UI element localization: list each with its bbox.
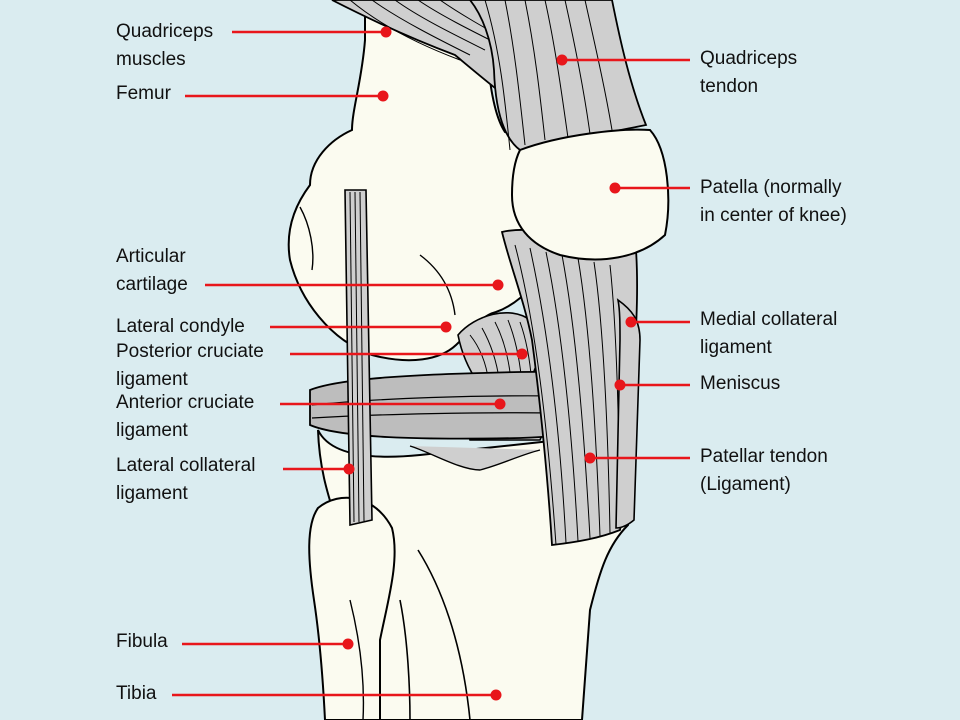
- pointer-dot-anterior-cruciate: [494, 398, 506, 410]
- label-line: Meniscus: [700, 373, 781, 394]
- pointer-dot-lateral-condyle: [440, 321, 452, 333]
- lateral-collateral-ligament: [344, 189, 373, 526]
- pointer-dot-tibia: [490, 689, 502, 701]
- label-line: Anterior cruciate: [116, 392, 255, 413]
- label-medial-collateral: Medial collateral ligament: [700, 306, 837, 362]
- label-posterior-cruciate: Posterior cruciate ligament: [116, 338, 264, 394]
- femur-contour: [419, 254, 456, 316]
- label-patellar-tendon: Patellar tendon (Ligament): [700, 443, 828, 499]
- label-line: tendon: [700, 76, 759, 97]
- label-line: ligament: [116, 369, 188, 390]
- label-quadriceps-tendon: Quadriceps tendon: [700, 45, 797, 101]
- patella-bone: [510, 128, 670, 261]
- tibial-cartilage: [409, 445, 541, 471]
- label-line: Medial collateral: [700, 309, 838, 330]
- label-lateral-condyle: Lateral condyle: [116, 313, 245, 341]
- label-line: Fibula: [116, 631, 168, 652]
- fibula-contour: [349, 599, 365, 720]
- pointer-lines: [172, 30, 690, 697]
- label-line: in center of knee): [700, 205, 847, 226]
- label-patella: Patella (normally in center of knee): [700, 174, 847, 230]
- pointer-dots: [342, 26, 637, 701]
- label-line: (Ligament): [700, 474, 791, 495]
- pointer-dot-articular-cartilage: [492, 279, 504, 291]
- label-anterior-cruciate: Anterior cruciate ligament: [116, 389, 254, 445]
- label-line: Femur: [116, 83, 171, 104]
- pointer-dot-patella: [609, 182, 621, 194]
- pointer-dot-lateral-collateral: [343, 463, 355, 475]
- label-line: ligament: [116, 420, 188, 441]
- pointer-dot-posterior-cruciate: [516, 348, 528, 360]
- pointer-dot-meniscus: [614, 379, 626, 391]
- label-line: Quadriceps: [116, 21, 214, 42]
- pointer-dot-medial-collateral: [625, 316, 637, 328]
- label-tibia: Tibia: [116, 680, 156, 708]
- label-line: Patella (normally: [700, 177, 842, 198]
- quadriceps-tendon-fibers: [484, 0, 613, 151]
- label-fibula: Fibula: [116, 628, 168, 656]
- label-femur: Femur: [116, 80, 171, 108]
- label-line: Articular: [116, 246, 186, 267]
- medial-collateral-ligament: [615, 298, 641, 529]
- pointer-dot-quadriceps-tendon: [556, 54, 568, 66]
- label-articular-cartilage: Articular cartilage: [116, 243, 188, 299]
- label-line: Patellar tendon: [700, 446, 828, 467]
- label-line: Tibia: [116, 683, 157, 704]
- label-line: muscles: [116, 49, 186, 70]
- pointer-dot-fibula: [342, 638, 354, 650]
- femur-contour: [299, 206, 314, 271]
- label-lateral-collateral: Lateral collateral ligament: [116, 452, 255, 508]
- label-line: cartilage: [116, 274, 188, 295]
- label-meniscus: Meniscus: [700, 370, 780, 398]
- tibia-contour: [399, 599, 411, 720]
- label-line: Lateral condyle: [116, 316, 245, 337]
- pointer-dot-patellar-tendon: [584, 452, 596, 464]
- label-quadriceps-muscles: Quadriceps muscles: [116, 18, 213, 74]
- pointer-dot-quadriceps-muscles: [380, 26, 392, 38]
- label-line: ligament: [700, 337, 772, 358]
- tibia-contour: [417, 549, 471, 720]
- label-line: Quadriceps: [700, 48, 798, 69]
- quadriceps-tendon: [468, 0, 648, 151]
- pointer-dot-femur: [377, 90, 389, 102]
- label-line: Lateral collateral: [116, 455, 256, 476]
- label-line: ligament: [116, 483, 188, 504]
- label-line: Posterior cruciate: [116, 341, 264, 362]
